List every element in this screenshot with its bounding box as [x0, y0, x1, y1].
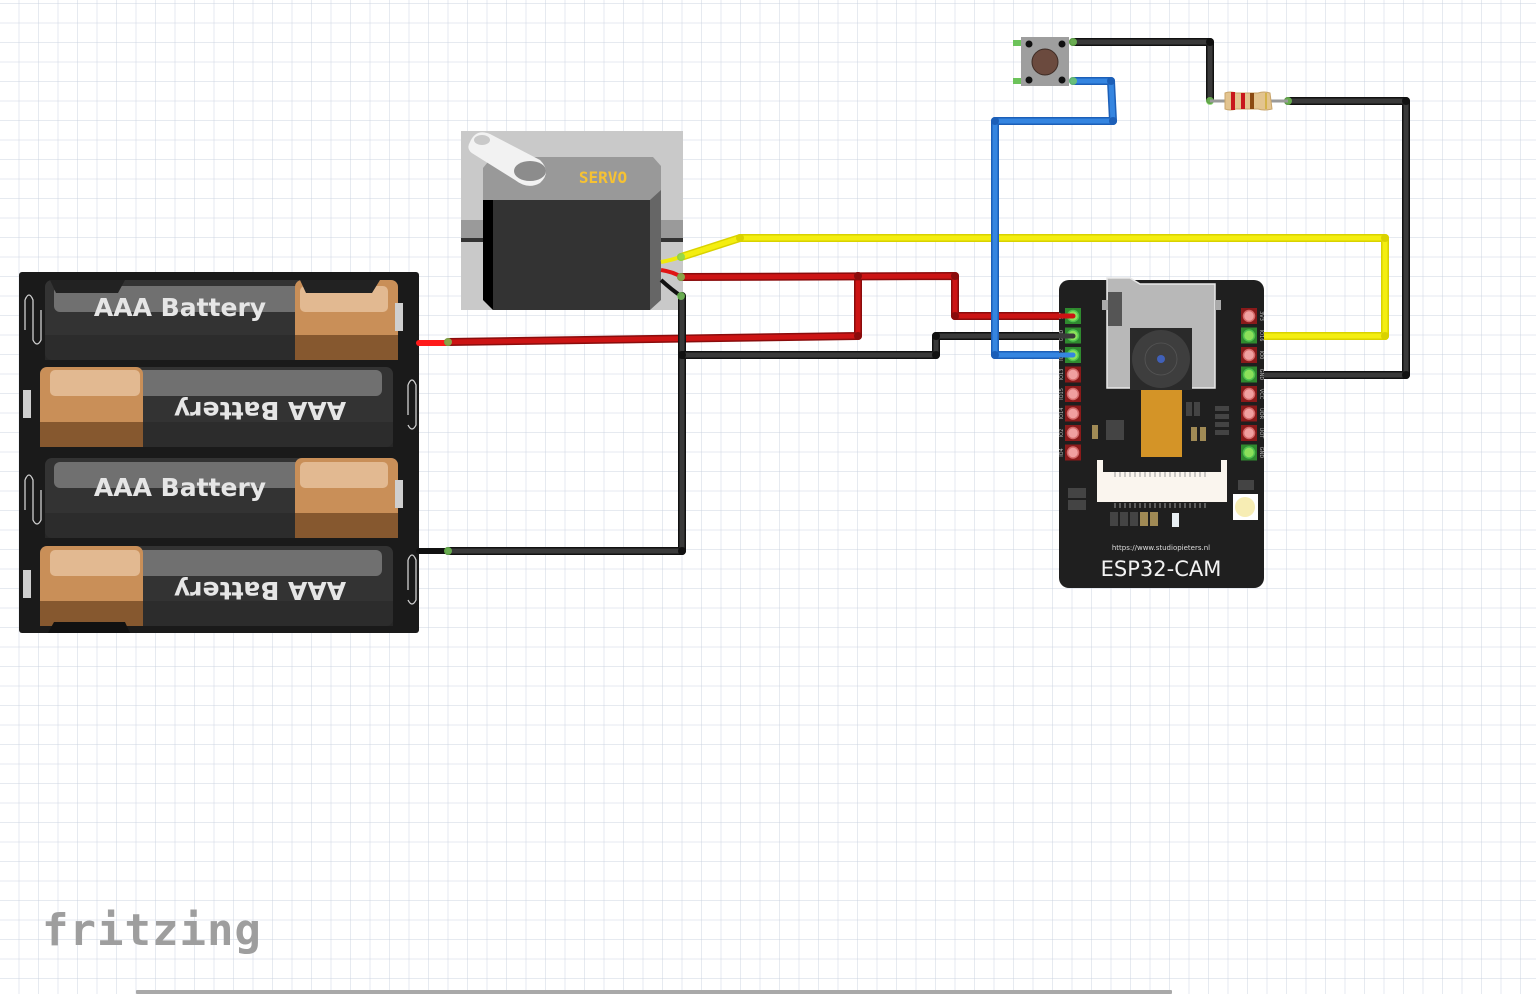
pin-label: IO14 [1059, 408, 1065, 420]
battery-pack[interactable]: AAA Battery AAA Battery AAA Battery [19, 272, 419, 633]
board-url: https://www.studiopieters.nl [1112, 544, 1210, 552]
pin-label: 3V3 [1258, 311, 1264, 321]
wire-servo-power[interactable] [677, 272, 1077, 320]
pin-label: UOT [1258, 428, 1264, 440]
servo-label: SERVO [579, 168, 627, 187]
fritzing-logo: fritzing [42, 905, 262, 956]
resistor-band [1250, 93, 1254, 109]
battery-label: AAA Battery [174, 396, 346, 425]
pin-label: IO13 [1059, 369, 1065, 381]
pin-uor[interactable]: UOR [1241, 405, 1264, 422]
pin-label: IO2 [1059, 429, 1065, 438]
pin-io13[interactable]: IO13 [1059, 366, 1081, 383]
resistor-band [1231, 92, 1235, 110]
battery-cell-2: AAA Battery [40, 367, 393, 447]
pin-io15[interactable]: IO15 [1059, 386, 1081, 402]
pin-vcc[interactable]: VCC [1241, 386, 1264, 402]
wire-servo-signal[interactable] [677, 234, 1389, 340]
battery-label: AAA Battery [174, 576, 346, 605]
pin-gnd[interactable]: GND [1241, 366, 1264, 383]
resistor[interactable] [1210, 91, 1288, 111]
wire-servo-ground[interactable] [678, 332, 1077, 359]
battery-cell-1: AAA Battery [45, 280, 398, 360]
battery-cell-4: AAA Battery [40, 546, 393, 633]
battery-springs [24, 294, 417, 605]
pin-io14[interactable]: IO14 [1059, 405, 1081, 422]
wire-pin-ends [1057, 313, 1076, 358]
pin-io0[interactable]: IO0 [1241, 347, 1264, 363]
pushbutton[interactable] [1013, 37, 1069, 86]
pin-label: GND [1258, 447, 1264, 459]
pin-label: GND [1258, 369, 1264, 381]
pin-label: IO4 [1059, 448, 1065, 457]
pin-gnd[interactable]: GND [1241, 444, 1264, 461]
battery-cell-3: AAA Battery [45, 458, 398, 538]
battery-label: AAA Battery [94, 293, 266, 322]
wire-button-to-io12[interactable] [991, 77, 1117, 359]
board-title: ESP32-CAM [1101, 557, 1222, 581]
wire-bendpoints [678, 38, 1410, 555]
wire-resistor-to-gnd[interactable] [1245, 97, 1410, 379]
resistor-band [1265, 93, 1267, 109]
pin-label: IO15 [1059, 388, 1065, 400]
pin-uot[interactable]: UOT [1241, 425, 1264, 441]
wire-button-to-resistor[interactable] [1069, 38, 1214, 104]
pin-label: IO16 [1258, 330, 1264, 342]
smd-components [1068, 402, 1254, 526]
pin-io2[interactable]: IO2 [1059, 425, 1081, 441]
horizontal-scrollbar[interactable] [136, 990, 1172, 994]
wire-battery-ground[interactable] [416, 292, 686, 555]
servo-motor[interactable]: SERVO [461, 131, 683, 310]
pin-io16[interactable]: IO16 [1241, 327, 1264, 344]
battery-label: AAA Battery [94, 473, 266, 502]
resistor-band [1241, 93, 1245, 109]
pin-label: VCC [1258, 389, 1264, 400]
pin-3v3[interactable]: 3V3 [1241, 308, 1264, 324]
pin-label: IO0 [1258, 351, 1264, 360]
pin-label: UOR [1258, 408, 1264, 420]
pin-io4[interactable]: IO4 [1059, 444, 1081, 461]
